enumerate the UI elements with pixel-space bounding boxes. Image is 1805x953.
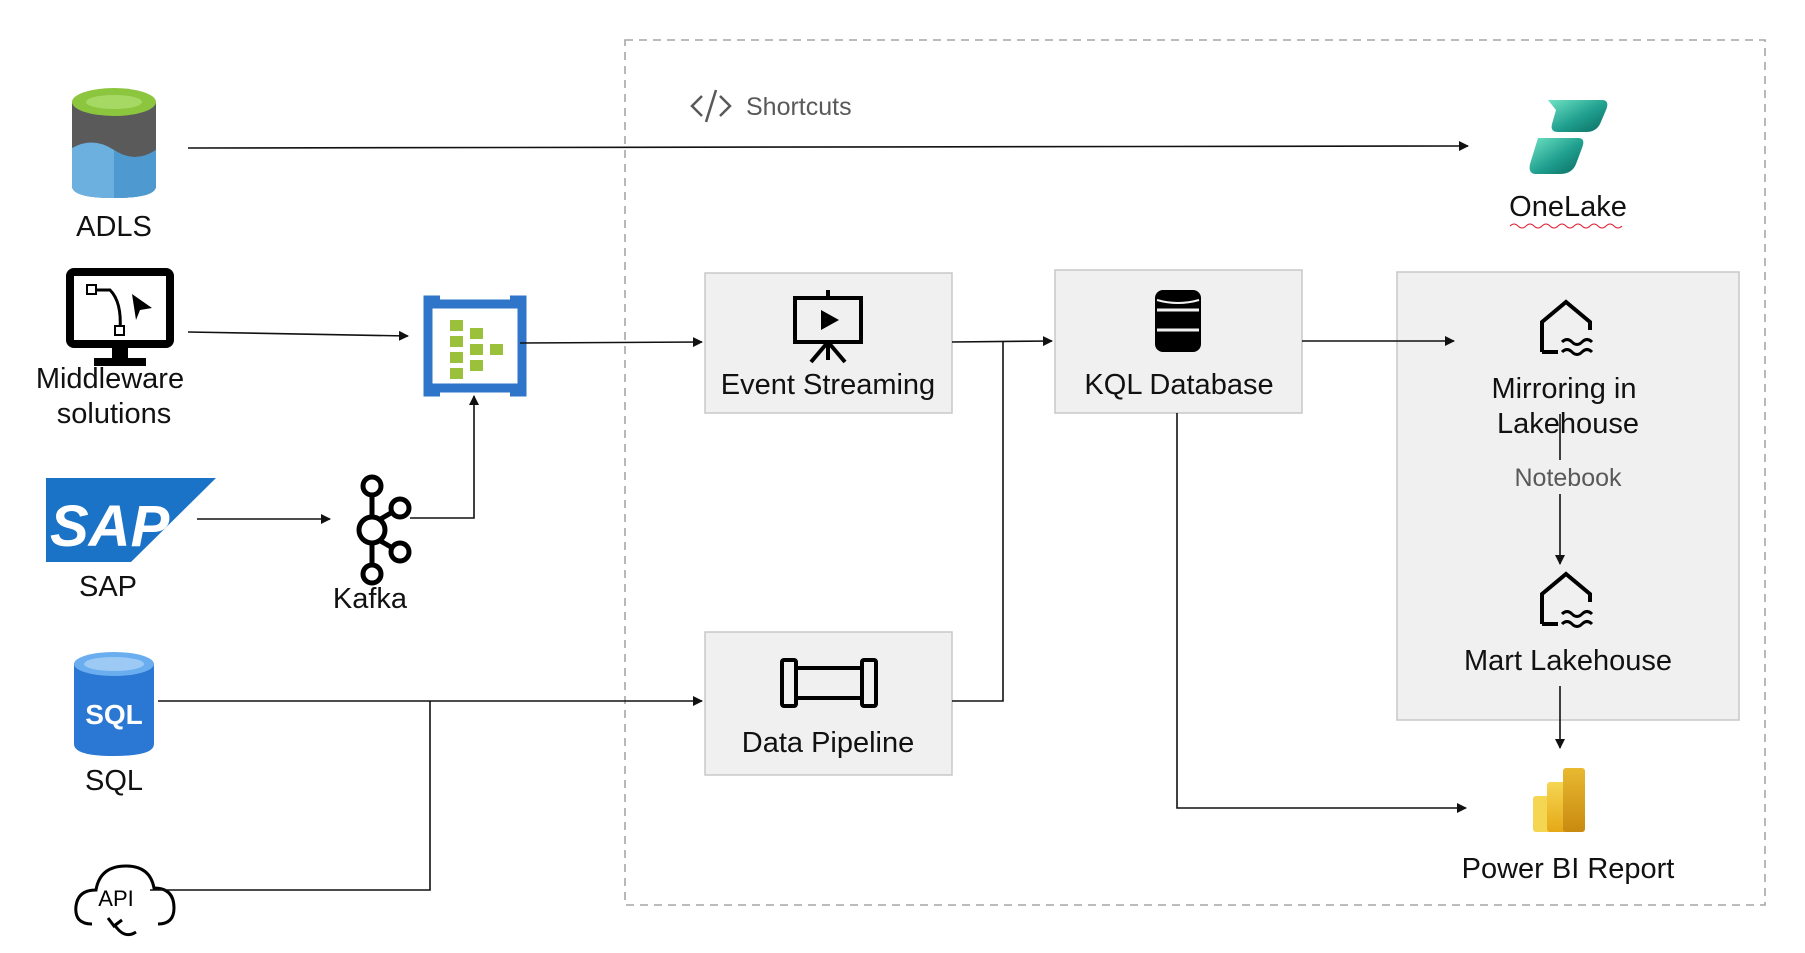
svg-text:API: API — [98, 886, 133, 911]
sap-label: SAP — [79, 571, 137, 603]
mirroring-label: Mirroring in Lakehouse — [1491, 373, 1644, 440]
connector-api-merge — [150, 701, 431, 891]
event-hub-icon — [423, 295, 527, 397]
onelake-underline — [1509, 223, 1623, 229]
presentation-icon — [793, 290, 863, 364]
power-bi-icon — [1533, 768, 1585, 832]
svg-text:SQL: SQL — [85, 699, 143, 730]
code-icon — [690, 89, 732, 123]
sap-logo: SAP — [46, 478, 216, 562]
sql-icon: SQL — [74, 652, 154, 756]
event-streaming-label: Event Streaming — [721, 369, 935, 401]
middleware-label: Middleware solutions — [36, 363, 192, 430]
lakehouse-icon — [1540, 299, 1594, 356]
connector-adls-onelake — [187, 141, 1469, 152]
kafka-icon — [356, 474, 412, 586]
kql-database-label: KQL Database — [1084, 369, 1273, 401]
kafka-label: Kafka — [333, 583, 408, 615]
connector-kafka-eventhub — [410, 395, 479, 519]
connector-pipeline-kql — [952, 341, 1004, 702]
lakehouse-icon — [1540, 571, 1594, 628]
adls-icon — [72, 88, 156, 198]
shortcuts-label: Shortcuts — [746, 93, 852, 121]
svg-text:SAP: SAP — [50, 494, 170, 559]
connector-eventhub-eventstream — [519, 337, 703, 348]
sql-label: SQL — [85, 765, 143, 797]
data-pipeline-box — [704, 631, 953, 776]
adls-label: ADLS — [76, 211, 152, 243]
notebook-label: Notebook — [1514, 464, 1622, 492]
database-icon — [1155, 290, 1201, 352]
lakehouse-group-box — [1396, 271, 1740, 721]
connector-middleware-eventhub — [187, 330, 409, 341]
connector-kql-powerbi — [1176, 413, 1467, 813]
data-pipeline-label: Data Pipeline — [742, 727, 915, 759]
mart-lakehouse-label: Mart Lakehouse — [1464, 645, 1672, 677]
monitor-icon — [66, 268, 174, 366]
pipeline-icon — [780, 658, 878, 708]
onelake-icon — [1529, 100, 1608, 174]
fabric-boundary — [624, 39, 1766, 906]
onelake-label: OneLake — [1509, 191, 1627, 223]
power-bi-label: Power BI Report — [1462, 853, 1675, 885]
api-cloud-icon: API — [74, 864, 176, 937]
connector-eventstream-kql — [951, 336, 1053, 347]
